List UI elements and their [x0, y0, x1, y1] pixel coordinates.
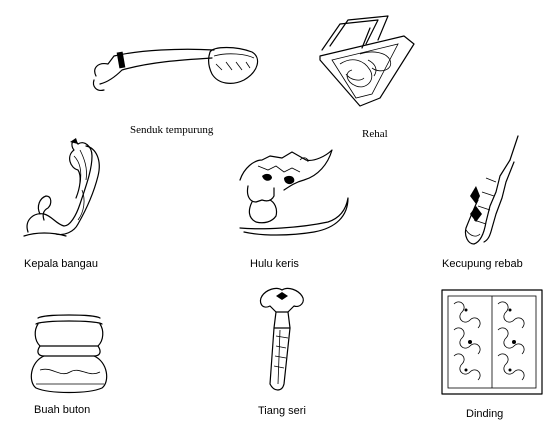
- book-rest-icon: [319, 15, 415, 107]
- carved-wall-panel-icon: [441, 289, 543, 395]
- keris-hilt-icon: [239, 149, 349, 236]
- heron-head-icon: [23, 138, 100, 237]
- tiang-seri-icon: [259, 287, 304, 391]
- caption-buah-buton: Buah buton: [34, 404, 91, 416]
- caption-rehal: Rehal: [362, 128, 388, 140]
- caption-tiang-seri: Tiang seri: [258, 405, 306, 417]
- caption-dinding: Dinding: [466, 408, 504, 420]
- coconut-ladle-icon: [92, 46, 259, 91]
- caption-kepala-bangau: Kepala bangau: [24, 258, 99, 270]
- caption-kecupung-rebab: Kecupung rebab: [442, 258, 523, 270]
- rebab-finial-icon: [464, 135, 519, 245]
- caption-hulu-keris: Hulu keris: [250, 258, 299, 270]
- caption-senduk-tempurung: Senduk tempurung: [130, 124, 214, 136]
- buton-knob-icon: [30, 314, 108, 394]
